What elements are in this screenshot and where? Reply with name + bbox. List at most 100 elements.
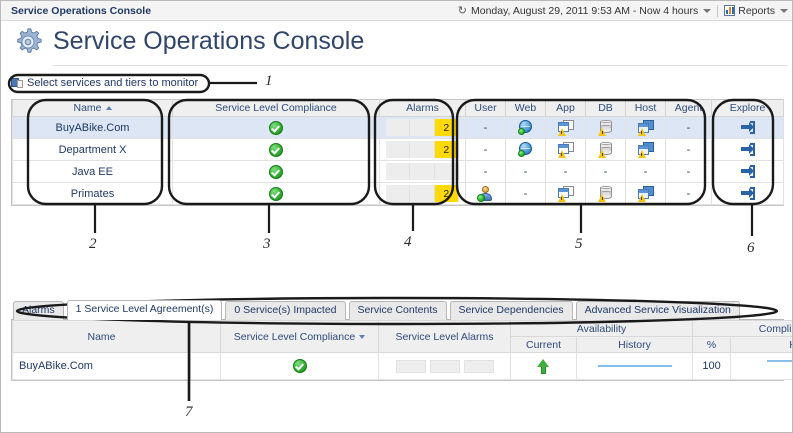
cell-explore[interactable] (711, 160, 784, 183)
explore-icon[interactable] (740, 165, 755, 178)
tab-alarms[interactable]: Alarms (13, 301, 64, 320)
window-title: Service Operations Console (11, 5, 152, 17)
explore-icon[interactable] (740, 121, 755, 134)
tab-services-impacted[interactable]: 0 Service(s) Impacted (225, 301, 346, 320)
table-row[interactable]: Primates 2 - - (12, 182, 784, 205)
column-header-app[interactable]: App (545, 99, 586, 117)
warning-icon (637, 194, 646, 202)
tab-service-dependencies[interactable]: Service Dependencies (449, 301, 573, 320)
column-header-explore[interactable]: Explore (711, 99, 784, 117)
cell-tier-web[interactable] (505, 138, 546, 161)
cell-tier-web: - (505, 182, 546, 205)
cell-tier-web: - (505, 160, 546, 183)
time-range-selector[interactable]: ↻ Monday, August 29, 2011 9:53 AM - Now … (458, 4, 712, 17)
alarm-severity-box (386, 119, 411, 136)
status-ok-icon (292, 359, 307, 373)
cell-tier-user: - (465, 160, 506, 183)
cell-name[interactable]: BuyABike.Com (12, 116, 173, 139)
column-header-compliance-percent[interactable]: % (692, 336, 732, 353)
sla-alarm-box (429, 359, 460, 373)
explore-icon[interactable] (740, 187, 755, 200)
cell-tier-host[interactable] (625, 138, 666, 161)
column-header-service-level-compliance[interactable]: Service Level Compliance (172, 99, 380, 117)
cell-alarms (379, 160, 466, 183)
cell-name[interactable]: Department X (12, 138, 173, 161)
database-icon (598, 120, 613, 136)
table-row[interactable]: Java EE - - - - - - (12, 160, 784, 183)
cell-tier-host[interactable] (625, 182, 666, 205)
cell-tier-user[interactable] (465, 182, 506, 205)
column-header-web[interactable]: Web (505, 99, 546, 117)
warning-icon (557, 194, 566, 202)
alarm-count-badge[interactable]: 2 (434, 185, 459, 202)
cell-tier-db[interactable] (585, 138, 626, 161)
table-row[interactable]: BuyABike.Com 100 (12, 352, 792, 380)
cell-availability-history (575, 352, 694, 380)
page-title: Service Operations Console (53, 27, 365, 55)
sla-grid: Name Service Level Compliance Service Le… (11, 320, 792, 381)
explore-icon[interactable] (740, 143, 755, 156)
column-header-agent[interactable]: Agent (665, 99, 712, 117)
detail-panel: Alarms 1 Service Level Agreement(s) 0 Se… (11, 299, 792, 381)
sla-table-body: BuyABike.Com 100 (12, 352, 792, 380)
alarm-count-badge[interactable]: 2 (434, 141, 459, 158)
cell-tier-app[interactable] (545, 116, 586, 139)
column-header-availability-history[interactable]: History (575, 336, 694, 353)
column-header-user[interactable]: User (465, 99, 506, 117)
warning-icon (637, 150, 646, 158)
alarm-severity-box (410, 185, 435, 202)
column-header-availability-current[interactable]: Current (510, 336, 577, 353)
cell-explore[interactable] (711, 116, 784, 139)
cell-explore[interactable] (711, 182, 784, 205)
cell-tier-app[interactable] (545, 138, 586, 161)
column-header-service-level-compliance[interactable]: Service Level Compliance (220, 320, 379, 353)
database-icon (598, 142, 613, 158)
alarm-count-badge[interactable]: 2 (434, 119, 459, 136)
chevron-down-icon[interactable] (703, 8, 712, 13)
cell-explore[interactable] (711, 138, 784, 161)
column-header-db[interactable]: DB (585, 99, 626, 117)
column-header-name[interactable]: Name (12, 99, 173, 117)
table-row[interactable]: BuyABike.Com 2 - - (12, 116, 784, 139)
tab-service-contents[interactable]: Service Contents (348, 301, 447, 320)
cell-tier-app[interactable] (545, 182, 586, 205)
table-row[interactable]: Department X 2 - - (12, 138, 784, 161)
tab-service-level-agreements[interactable]: 1 Service Level Agreement(s) (66, 300, 223, 320)
cell-service-level-alarms (378, 352, 511, 380)
reports-menu[interactable]: Reports (724, 5, 788, 17)
sla-table: Name Service Level Compliance Service Le… (12, 320, 792, 380)
window-titlebar: Service Operations Console ↻ Monday, Aug… (1, 1, 792, 21)
cell-tier-db[interactable] (585, 182, 626, 205)
cell-name[interactable]: Primates (12, 182, 173, 205)
sort-ascending-icon (105, 106, 112, 111)
tab-advanced-service-visualization[interactable]: Advanced Service Visualization (575, 301, 740, 320)
select-services-bar[interactable]: Select services and tiers to monitor (11, 77, 198, 89)
cell-service-level-compliance (172, 160, 380, 183)
column-header-alarms[interactable]: Alarms (379, 99, 466, 117)
host-icon (637, 120, 654, 136)
alarm-severity-box (410, 119, 435, 136)
callout-number-1: 1 (265, 73, 273, 89)
cell-tier-db[interactable] (585, 116, 626, 139)
callout-number-5: 5 (575, 236, 583, 252)
services-table: Name Service Level Compliance Alarms Use… (12, 99, 784, 205)
column-header-compliance-history[interactable]: History (730, 336, 792, 353)
column-header-service-level-alarms[interactable]: Service Level Alarms (378, 320, 511, 353)
alarm-severity-box (410, 141, 435, 158)
column-header-name[interactable]: Name (12, 320, 191, 353)
cell-name[interactable]: Java EE (12, 160, 173, 183)
availability-sparkline (597, 365, 672, 368)
alarm-severity-box (386, 185, 411, 202)
alarm-severity-box (386, 141, 411, 158)
application-window-icon (557, 186, 574, 202)
cell-service-level-compliance (172, 182, 380, 205)
status-ok-icon (269, 186, 283, 201)
status-ok-icon (269, 142, 283, 157)
cell-tier-host[interactable] (625, 116, 666, 139)
warning-icon (598, 150, 606, 158)
column-header-host[interactable]: Host (625, 99, 666, 117)
application-window-icon (557, 120, 574, 136)
cell-tier-web[interactable] (505, 116, 546, 139)
chevron-down-icon[interactable] (780, 8, 788, 13)
cell-name[interactable]: BuyABike.Com (12, 352, 191, 380)
